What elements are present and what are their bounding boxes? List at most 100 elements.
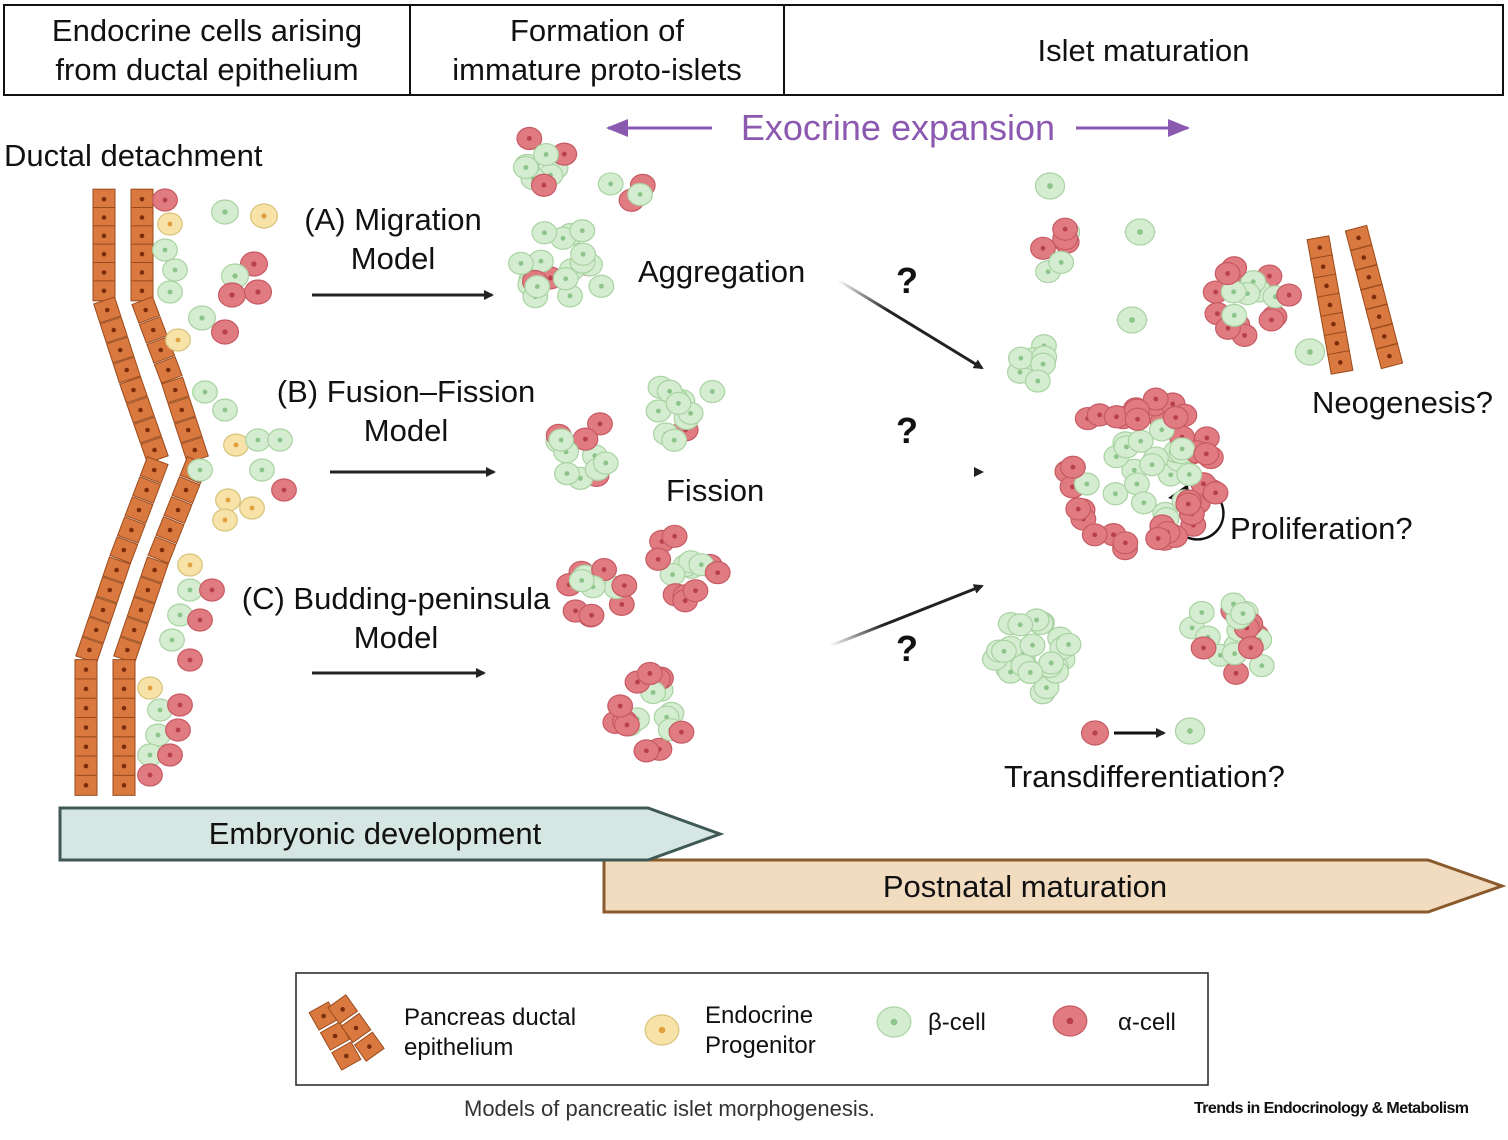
beta-cell-nucleus <box>558 437 564 443</box>
ductal-epithelium-inner-nucleus <box>152 567 157 573</box>
beta-cell-nucleus <box>1259 663 1265 669</box>
alpha-cell-nucleus <box>1286 292 1292 298</box>
neogenesis-duct-left-nucleus <box>1327 302 1333 308</box>
alpha-cell-nucleus <box>1248 645 1254 651</box>
legend-ductal-icon-nucleus <box>340 1007 345 1012</box>
beta-cell-nucleus <box>670 572 675 577</box>
ductal-epithelium-inner-nucleus <box>125 647 130 653</box>
ductal-epithelium-outer-nucleus <box>83 667 89 672</box>
aggregation-to-islet-arrow <box>837 278 984 370</box>
ductal-epithelium-outer-nucleus <box>83 783 89 788</box>
beta-cell-nucleus <box>1018 355 1024 361</box>
beta-cell-nucleus <box>667 388 673 394</box>
ductal-epithelium-outer-nucleus <box>93 627 99 633</box>
neogenesis-duct-right-nucleus <box>1387 353 1392 359</box>
alpha-cell-nucleus <box>1066 1017 1074 1025</box>
neogenesis-duct-right-nucleus <box>1366 274 1372 280</box>
legend-ductal-icon-nucleus <box>367 1044 372 1049</box>
ductal-epithelium-inner-nucleus <box>139 233 145 239</box>
beta-cell-nucleus <box>1131 467 1137 473</box>
journal-name: Trends in Endocrinology & Metabolism <box>1194 1100 1469 1117</box>
ductal-epithelium-outer-nucleus <box>129 527 134 533</box>
beta-cell-nucleus <box>541 230 547 236</box>
beta-cell-nucleus <box>199 315 205 321</box>
beta-cell-nucleus <box>1084 481 1090 487</box>
beta-cell-nucleus <box>1058 260 1064 265</box>
beta-cell-nucleus <box>1199 610 1205 615</box>
progenitor-cell-nucleus <box>233 442 239 448</box>
beta-cell-nucleus <box>1045 269 1051 275</box>
ductal-epithelium-inner-nucleus <box>121 667 127 672</box>
ductal-epithelium-inner-nucleus <box>150 327 156 333</box>
beta-cell-nucleus <box>162 247 168 253</box>
question-mark-budding: ? <box>896 628 918 669</box>
beta-cell-nucleus <box>1113 454 1119 460</box>
beta-cell-nucleus <box>222 407 228 413</box>
ductal-epithelium-outer-nucleus <box>145 427 150 433</box>
ductal-epithelium-outer-nucleus <box>101 215 107 220</box>
ductal-epithelium-inner-nucleus <box>185 427 191 433</box>
alpha-cell-nucleus <box>251 261 257 267</box>
neogenesis-duct-right-nucleus <box>1376 314 1382 320</box>
alpha-cell-nucleus <box>187 657 193 663</box>
beta-cell-nucleus <box>1149 462 1155 468</box>
beta-cell-nucleus <box>1134 481 1140 487</box>
ductal-detachment-label: Ductal detachment <box>4 138 263 173</box>
alpha-cell-nucleus <box>1040 245 1046 251</box>
beta-cell-nucleus <box>1066 642 1071 647</box>
alpha-cell-nucleus <box>589 612 594 618</box>
alpha-cell-nucleus <box>583 436 588 442</box>
beta-cell-nucleus <box>1186 472 1192 477</box>
beta-cell-nucleus <box>1138 438 1144 444</box>
alpha-cell-nucleus <box>619 602 625 607</box>
beta-cell-nucleus <box>255 437 261 443</box>
alpha-cell-nucleus <box>1075 506 1081 512</box>
ductal-epithelium-inner-nucleus <box>179 407 185 413</box>
embryonic-development-label: Embryonic development <box>208 816 542 851</box>
alpha-cell-nucleus <box>255 289 261 295</box>
question-mark-aggregation: ? <box>896 260 918 301</box>
beta-cell-nucleus <box>169 637 175 643</box>
beta-cell-nucleus <box>637 192 643 197</box>
beta-cell-nucleus <box>563 276 569 282</box>
beta-cell-nucleus <box>603 460 609 466</box>
beta-cell-nucleus <box>564 471 570 477</box>
ductal-epithelium-outer-nucleus <box>151 467 157 473</box>
beta-cell-nucleus <box>1232 651 1238 657</box>
beta-cell-nucleus <box>560 235 566 241</box>
ductal-epithelium-inner-nucleus <box>131 627 137 633</box>
beta-cell-nucleus <box>688 410 694 416</box>
ductal-epithelium-inner-nucleus <box>167 527 173 533</box>
alpha-cell-nucleus <box>1225 271 1231 276</box>
migration-model-label: (A) Migration Model <box>304 202 482 276</box>
neogenesis-duct-left-nucleus <box>1334 340 1340 346</box>
ductal-epithelium-inner-nucleus <box>121 705 127 711</box>
ductal-epithelium-outer-nucleus <box>131 387 136 393</box>
progenitor-cell-nucleus <box>225 497 231 503</box>
ductal-epithelium-inner-nucleus <box>139 270 145 275</box>
legend-ductal-icon-nucleus <box>332 1033 338 1039</box>
ductal-epithelium-inner-nucleus <box>145 587 151 593</box>
transdifferentiation-label: Transdifferentiation? <box>1004 759 1285 794</box>
alpha-cell-nucleus <box>197 617 203 623</box>
beta-cell-nucleus <box>1044 685 1049 691</box>
beta-cell-nucleus <box>222 209 228 215</box>
alpha-cell-nucleus <box>1269 317 1274 323</box>
legend-alpha-label: α-cell <box>1118 1009 1176 1036</box>
alpha-cell-nucleus <box>573 608 578 614</box>
beta-cell-nucleus <box>1217 652 1223 658</box>
beta-cell-nucleus <box>259 467 265 473</box>
ductal-epithelium-outer-nucleus <box>83 686 89 692</box>
header-ductal-origin: Endocrine cells arising from ductal epit… <box>3 4 411 96</box>
alpha-cell-nucleus <box>1111 532 1116 538</box>
header-islet-maturation: Islet maturation <box>783 4 1504 96</box>
beta-cell-nucleus <box>1113 491 1118 497</box>
alpha-cell-nucleus <box>229 292 235 298</box>
ductal-epithelium-outer-nucleus <box>83 725 89 730</box>
ductal-epithelium-outer-nucleus <box>138 407 143 413</box>
alpha-cell-nucleus <box>147 772 153 778</box>
ductal-epithelium-inner-nucleus <box>139 215 145 220</box>
figure-caption: Models of pancreatic islet morphogenesis… <box>464 1096 875 1121</box>
progenitor-cell-nucleus <box>261 213 267 219</box>
neogenesis-duct-left-nucleus <box>1317 245 1323 250</box>
